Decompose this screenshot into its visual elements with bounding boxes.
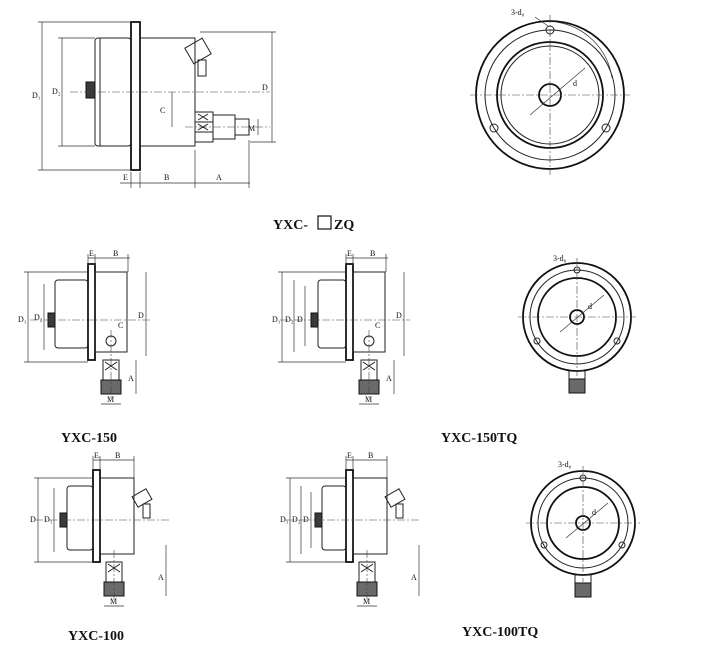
yxc100-dim-e: E	[94, 451, 99, 460]
yxc150-dim-m: M	[107, 395, 114, 404]
yxc150-dim-d2: D₂	[34, 313, 43, 322]
dim-label-a: A	[216, 173, 222, 182]
dim-label-d: D	[262, 83, 268, 92]
yxc150tq-dim-e: E	[347, 249, 352, 258]
yxc150tq-dim-c: C	[375, 321, 380, 330]
caption-yxc-150: YXC-150	[61, 431, 117, 446]
yxc100-dim-d: D	[30, 515, 36, 524]
yxc150-dim-d1: D₁	[18, 315, 27, 324]
yxc150tq-dim-m: M	[365, 395, 372, 404]
caption-yxc-prefix: YXC-	[273, 218, 308, 233]
yxc-zq-side-view: D₁ D₂ D C M E B A	[32, 21, 276, 188]
yxc100-dim-a: A	[158, 573, 164, 582]
caption-yxc-150tq: YXC-150TQ	[441, 431, 517, 446]
yxc100tq-label-holes: 3-d₀	[558, 460, 572, 469]
yxc-150tq-front-view: 3-d₀ d	[518, 254, 636, 394]
caption-yxc-100: YXC-100	[68, 629, 124, 644]
yxc150tq-dim-d-right: D	[396, 311, 402, 320]
dim-label-b: B	[164, 173, 169, 182]
yxc100-dim-d1: D₁	[44, 515, 53, 524]
yxc150tq-dim-d1: D₁	[272, 315, 281, 324]
dim-label-d2: D₂	[52, 87, 61, 96]
yxc150tq-dim-d: D	[297, 315, 303, 324]
yxc150tq-dim-d2: D₂	[285, 315, 294, 324]
yxc150tq-dim-a: A	[386, 374, 392, 383]
caption-yxc-100tq: YXC-100TQ	[462, 625, 538, 640]
yxc100tq-dim-e: E	[347, 451, 352, 460]
yxc100tq-dim-d: D	[303, 515, 309, 524]
caption-yxc-zq: YXC- ZQ	[273, 215, 354, 233]
yxc100tq-dim-m: M	[363, 597, 370, 606]
yxc150tq-label-holes: 3-d₀	[553, 254, 567, 263]
yxc100-dim-b: B	[115, 451, 120, 460]
label-holes: 3-d₀	[511, 8, 525, 17]
label-d-small: d	[573, 79, 577, 88]
yxc-150-side-view: D₁ D₂ D C E B A M	[18, 249, 150, 405]
yxc-100tq-side-view: D₁ D₂ D E B A M	[280, 451, 420, 607]
yxc-100tq-front-view: 3-d₀ d	[526, 460, 640, 598]
yxc-zq-front-view: 3-d₀ d	[470, 8, 630, 175]
caption-zq-suffix: ZQ	[334, 218, 354, 233]
yxc150-dim-d: D	[138, 311, 144, 320]
dim-label-m: M	[248, 124, 255, 133]
yxc100tq-dim-d2: D₂	[292, 515, 301, 524]
yxc100tq-dim-b: B	[368, 451, 373, 460]
dim-label-e: E	[123, 173, 128, 182]
yxc100tq-dim-d1: D₁	[280, 515, 289, 524]
yxc100-dim-m: M	[110, 597, 117, 606]
yxc150tq-dim-b: B	[370, 249, 375, 258]
yxc-100-side-view: D D₁ E B A M	[30, 451, 170, 607]
dim-label-c: C	[160, 106, 165, 115]
yxc150-dim-a: A	[128, 374, 134, 383]
yxc100tq-label-d: d	[592, 508, 596, 517]
yxc150tq-label-d: d	[588, 302, 592, 311]
yxc100tq-dim-a: A	[411, 573, 417, 582]
yxc150-dim-b: B	[113, 249, 118, 258]
dim-label-d1: D₁	[32, 91, 41, 100]
yxc-150tq-side-view: D₁ D₂ D D C E B A M	[272, 249, 410, 405]
yxc150-dim-e: E	[89, 249, 94, 258]
yxc150-dim-c: C	[118, 321, 123, 330]
